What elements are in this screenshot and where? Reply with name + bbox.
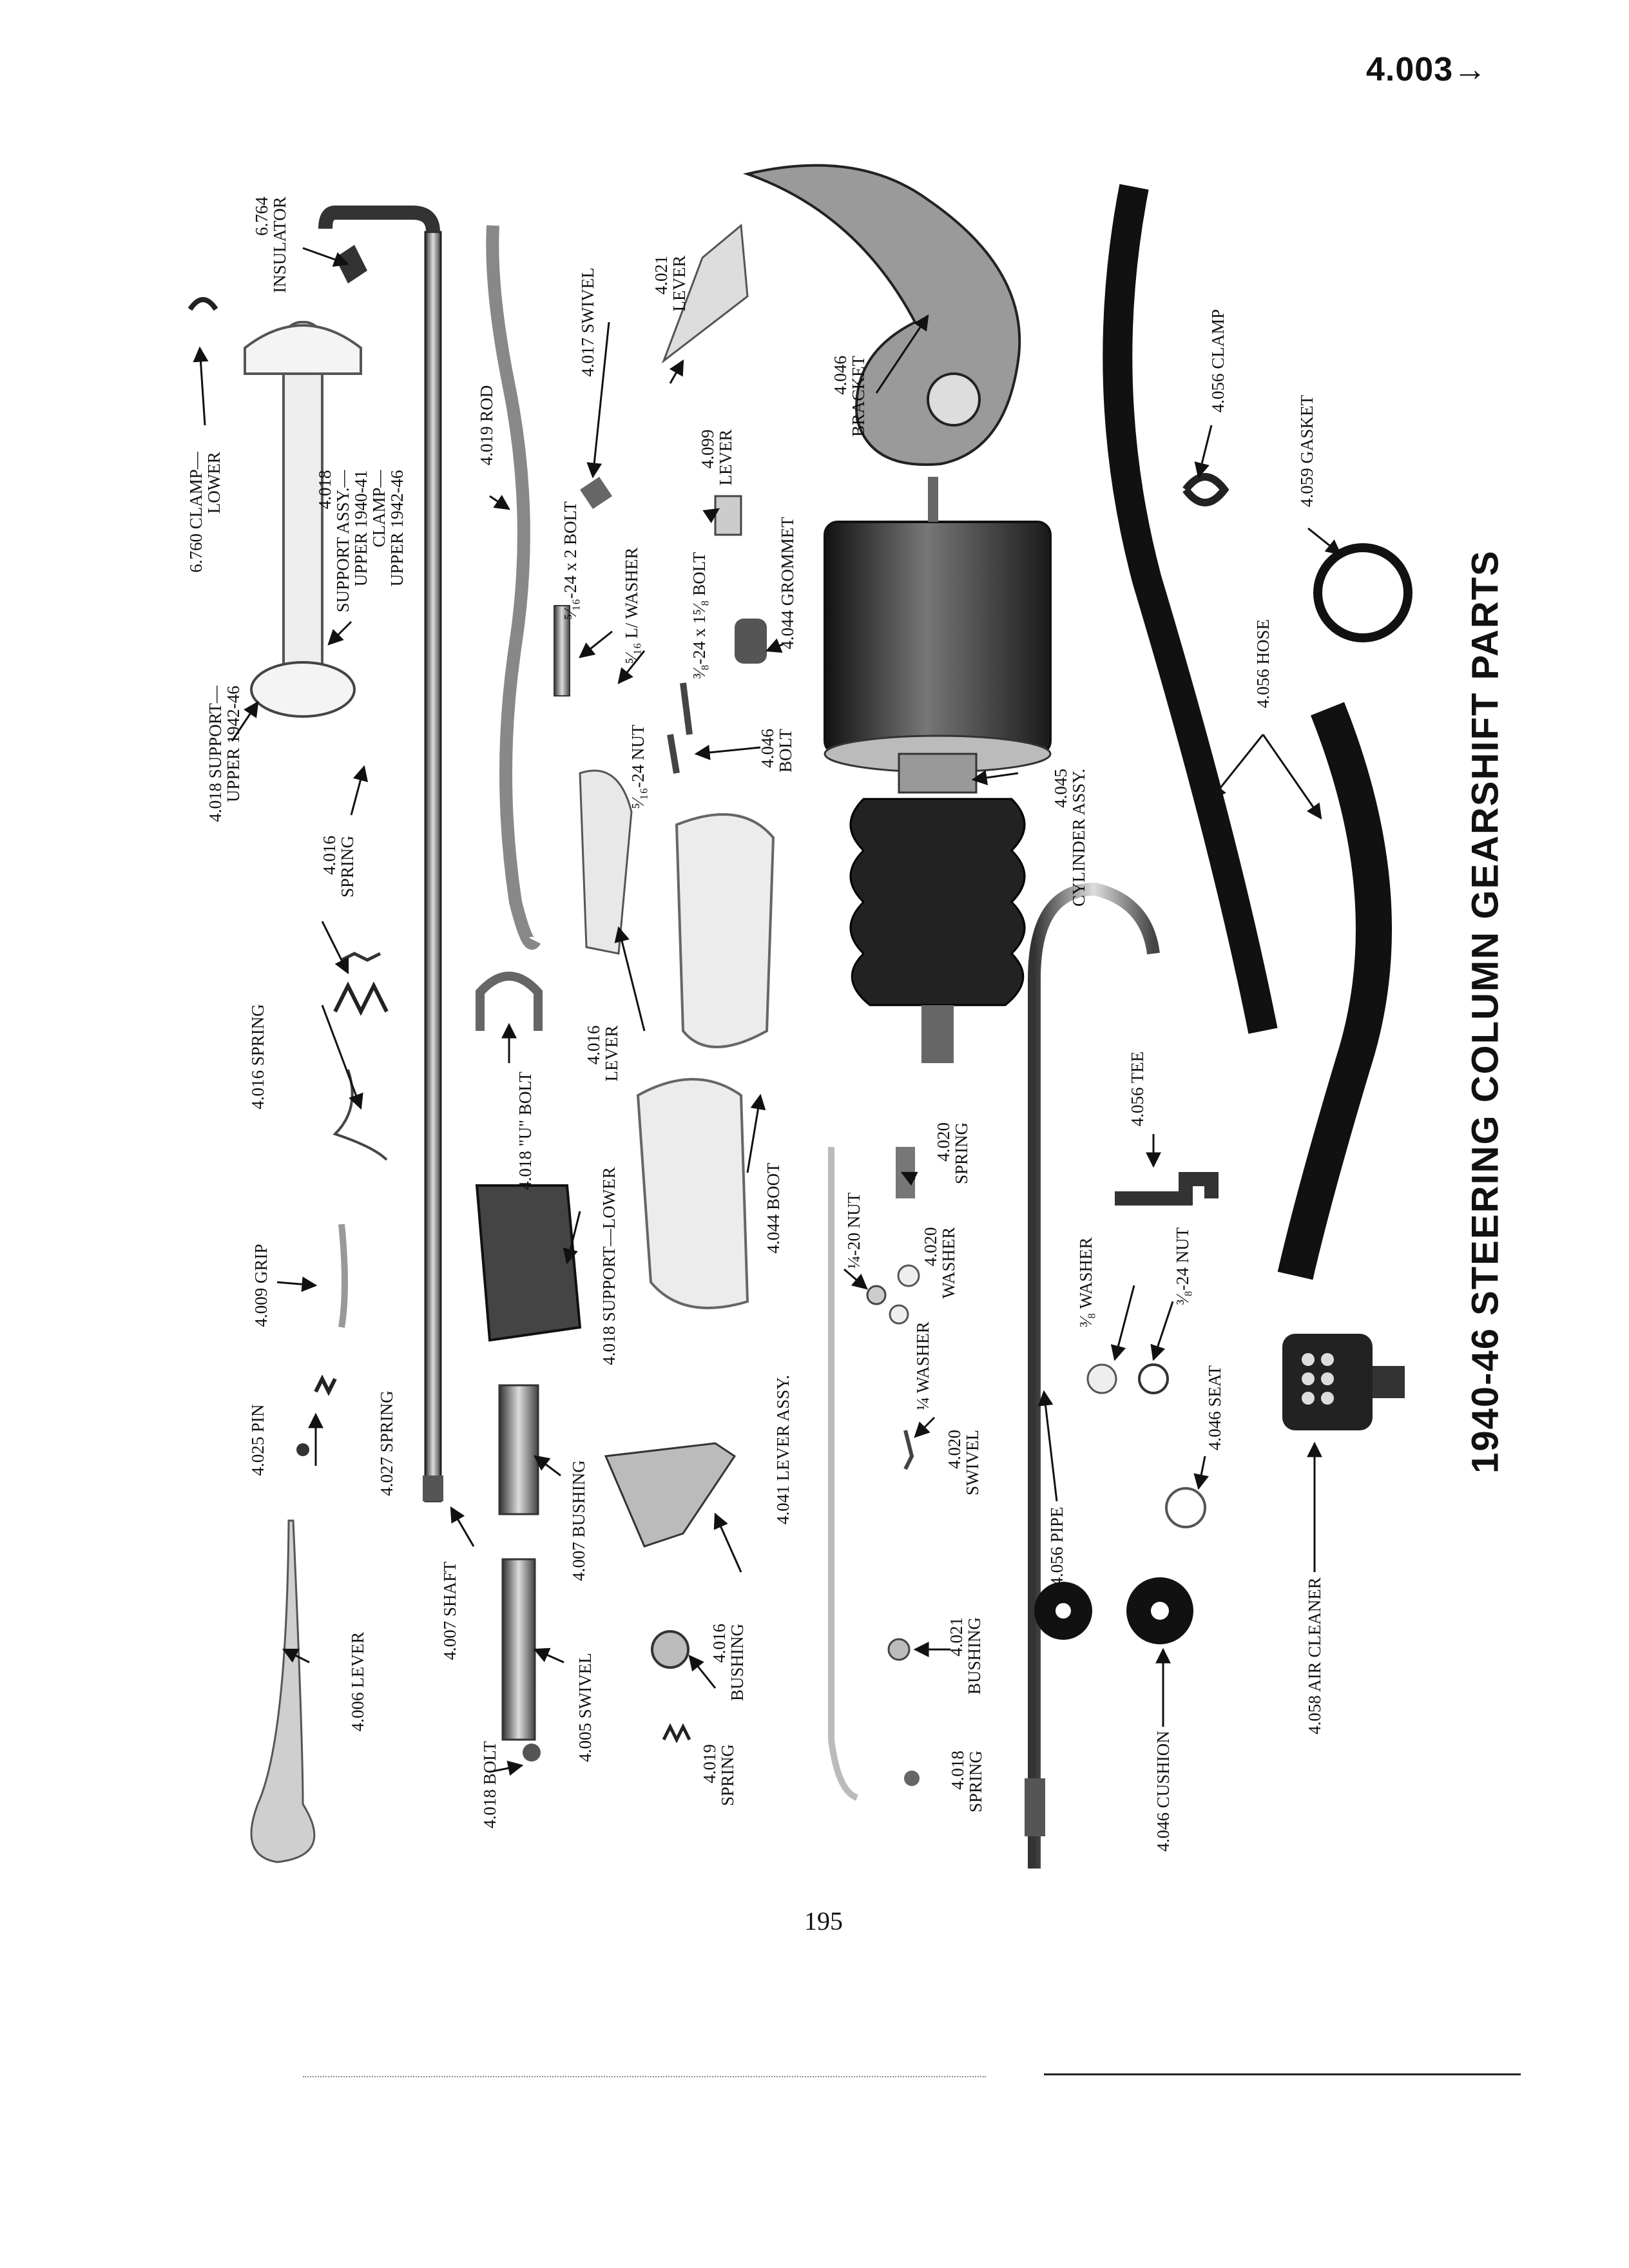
washer-4020-part [897,1264,920,1287]
bushing-4007-part [498,1384,539,1515]
lever-part [250,1519,316,1863]
swivel-4017-part [580,477,612,509]
washer-1-4-part [889,1304,909,1325]
bushing-4016-part [651,1630,689,1669]
nut-1-4-part [866,1285,887,1305]
spring-4027-part [314,1374,337,1396]
washer-3-8-part [1086,1363,1117,1394]
bolt-3-8-part [680,682,693,735]
air-cleaner-part [1282,1334,1405,1430]
bolt-4018-part [523,1744,541,1762]
seat-part [1165,1487,1206,1528]
lever-assy-part [604,1442,737,1548]
lever-4016-part [579,769,633,955]
grommet-part [735,619,767,664]
rod-part [486,225,541,950]
bracket-part [742,164,1021,466]
boot-plate-part [675,813,775,1048]
tee-part [1115,1172,1219,1206]
title-block: 1940-46 STEERING COLUMN GEARSHIFT PARTS [1463,550,1508,1474]
page-code: 4.003→ [1366,51,1488,88]
pipe-fitting-part [1025,1778,1045,1836]
support-lower-part [475,1184,582,1342]
boot-plate2-part [636,1078,749,1309]
page-number: 195 [804,1907,843,1936]
spring-wire-part [333,1069,388,1161]
gasket-part [1313,543,1412,642]
lever-4021-part [661,224,749,364]
u-bolt-part [476,972,543,1031]
pin-part [296,1443,309,1456]
hose-long-part [1103,184,1278,1034]
cylinder-part [824,477,1052,794]
support-assy-part [188,245,367,718]
page-title: 1940-46 STEERING COLUMN GEARSHIFT PARTS [1464,550,1507,1474]
boot-part [849,798,1026,1063]
leader-arrows [193,247,1342,1776]
grip-part [338,1224,348,1328]
spring-4019-part [662,1723,691,1744]
bottom-rule [1044,2073,1521,2075]
lever-rod-part [827,1147,859,1801]
shaft-part [318,206,443,1503]
clamp-4056-part [1182,473,1229,506]
spring-4020-part [896,1147,915,1198]
bottom-dotted-rule [303,2076,986,2077]
bushing-4021-part [887,1638,911,1661]
pipe-part [1028,882,1160,1869]
lever-4099-part [714,495,742,536]
swivel-4005-part [501,1558,536,1741]
spring-4016b-part [333,981,389,1016]
swivel-4020-part [903,1430,914,1470]
spring-4016-part [340,952,381,962]
bolt-5-16-part [554,605,570,697]
hose-short-part [1277,702,1392,1280]
nut-3-8-part [1138,1363,1169,1394]
spring-4018-part [904,1771,920,1786]
bolt-4046-part [667,734,680,774]
